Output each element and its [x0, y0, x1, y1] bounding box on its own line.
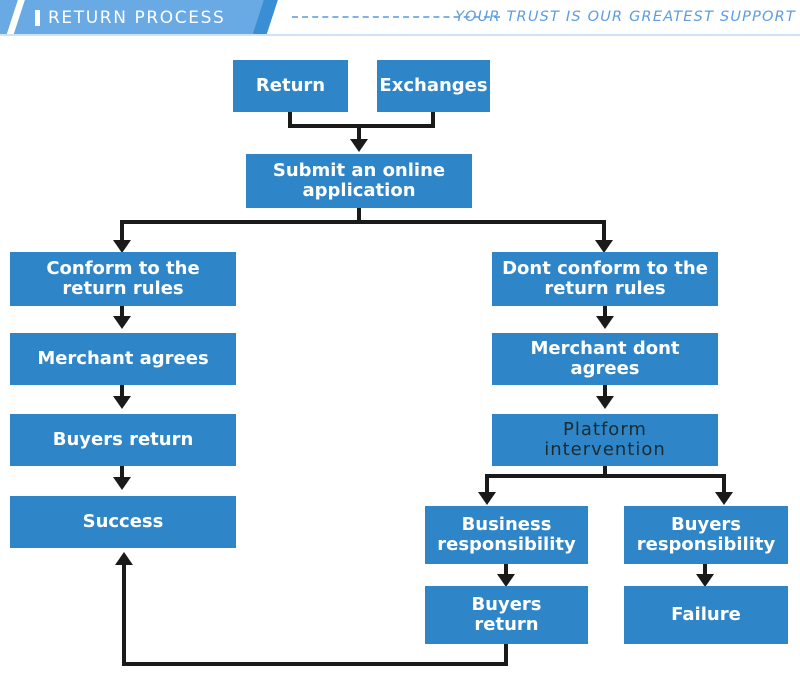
page-header: RETURN PROCESS YOUR TRUST IS OUR GREATES… [0, 0, 800, 36]
arrow-feedback-to-success-icon [115, 552, 133, 565]
node-submit-label-line2: application [302, 180, 416, 201]
node-platform-intervention[interactable]: Platform intervention [492, 414, 718, 466]
node-business-responsibility[interactable]: Business responsibility [425, 506, 588, 564]
connector-platform-split-horizontal [485, 474, 726, 478]
node-buyers-return-bottom[interactable]: Buyers return [425, 586, 588, 644]
node-merchant-dont-agrees-label: Merchant dont agrees [530, 337, 680, 379]
arrow-to-merchant-dont-agrees-icon [596, 316, 614, 329]
node-buyers-responsibility-label-line1: Buyers [670, 513, 742, 535]
connector-platform-split-left-down [485, 474, 489, 494]
arrow-to-merchant-agrees-icon [113, 316, 131, 329]
connector-merge-horizontal [288, 124, 435, 128]
arrow-to-buyers-return-left-icon [113, 396, 131, 409]
arrow-to-failure-icon [696, 574, 714, 587]
arrow-to-success-icon [113, 477, 131, 490]
connector-feedback-up [122, 565, 126, 662]
node-merchant-agrees[interactable]: Merchant agrees [10, 333, 236, 385]
header-dashed-rule [292, 16, 500, 18]
node-buyers-responsibility-label-line2: responsibility [636, 534, 776, 555]
arrow-to-buyers-responsibility-icon [715, 492, 733, 505]
node-return[interactable]: Return [233, 60, 348, 112]
arrow-to-buyers-return-bottom-icon [497, 574, 515, 587]
node-business-responsibility-label-line1: Business [461, 513, 552, 535]
arrow-to-conform-icon [113, 240, 131, 253]
connector-split-left-down [120, 220, 124, 242]
connector-feedback-down [504, 644, 508, 666]
node-buyers-return-bottom-label-line2: return [474, 614, 539, 635]
vertical-bar-icon [35, 10, 40, 26]
node-conform-label-line1: Conform to the [46, 257, 200, 279]
node-success[interactable]: Success [10, 496, 236, 548]
node-platform-label-line1: Platform [563, 418, 647, 440]
node-exchanges[interactable]: Exchanges [377, 60, 490, 112]
connector-submit-down [357, 208, 361, 224]
connector-feedback-horizontal [122, 662, 508, 666]
connector-merge-down [357, 124, 361, 140]
node-business-responsibility-label-line2: responsibility [437, 534, 576, 555]
connector-buyers-return-left-down [120, 466, 124, 479]
node-buyers-responsibility[interactable]: Buyers responsibility [624, 506, 788, 564]
node-buyers-return-left[interactable]: Buyers return [10, 414, 236, 466]
header-underline [0, 34, 800, 36]
connector-buyers-responsibility-down [703, 564, 707, 576]
arrow-to-platform-icon [596, 396, 614, 409]
node-failure-label: Failure [671, 603, 741, 625]
node-conform-to-return-rules[interactable]: Conform to the return rules [10, 252, 236, 306]
connector-split-right-down [602, 220, 606, 242]
connector-platform-down [603, 466, 607, 478]
connector-not-conform-down [603, 306, 607, 318]
arrow-to-not-conform-icon [595, 240, 613, 253]
header-tagline: YOUR TRUST IS OUR GREATEST SUPPORT [455, 9, 796, 25]
node-merchant-dont-agrees[interactable]: Merchant dont agrees [492, 333, 718, 385]
node-success-label: Success [82, 510, 164, 532]
connector-business-responsibility-down [504, 564, 508, 576]
node-buyers-return-bottom-label-line1: Buyers [471, 593, 542, 615]
connector-exchanges-down [431, 112, 435, 128]
node-platform-label-line2: intervention [544, 439, 666, 460]
node-not-conform-label-line2: return rules [544, 278, 666, 299]
node-not-conform-label-line1: Dont conform to the [502, 257, 708, 279]
node-failure[interactable]: Failure [624, 586, 788, 644]
connector-return-down [288, 112, 292, 128]
node-submit-application[interactable]: Submit an online application [246, 154, 472, 208]
node-buyers-return-left-label: Buyers return [52, 428, 194, 450]
node-merchant-agrees-label: Merchant agrees [37, 347, 209, 369]
connector-conform-down [120, 306, 124, 318]
connector-split-horizontal [120, 220, 606, 224]
connector-merchant-dont-agrees-down [603, 385, 607, 398]
node-conform-label-line2: return rules [62, 278, 184, 299]
node-exchanges-label: Exchanges [379, 74, 488, 96]
node-dont-conform-to-return-rules[interactable]: Dont conform to the return rules [492, 252, 718, 306]
arrow-to-submit-icon [350, 139, 368, 152]
node-return-label: Return [255, 74, 326, 96]
arrow-to-business-responsibility-icon [478, 492, 496, 505]
connector-platform-split-right-down [722, 474, 726, 494]
node-submit-label-line1: Submit an online [272, 159, 446, 181]
page-title: RETURN PROCESS [48, 8, 226, 28]
connector-merchant-agrees-down [120, 385, 124, 398]
